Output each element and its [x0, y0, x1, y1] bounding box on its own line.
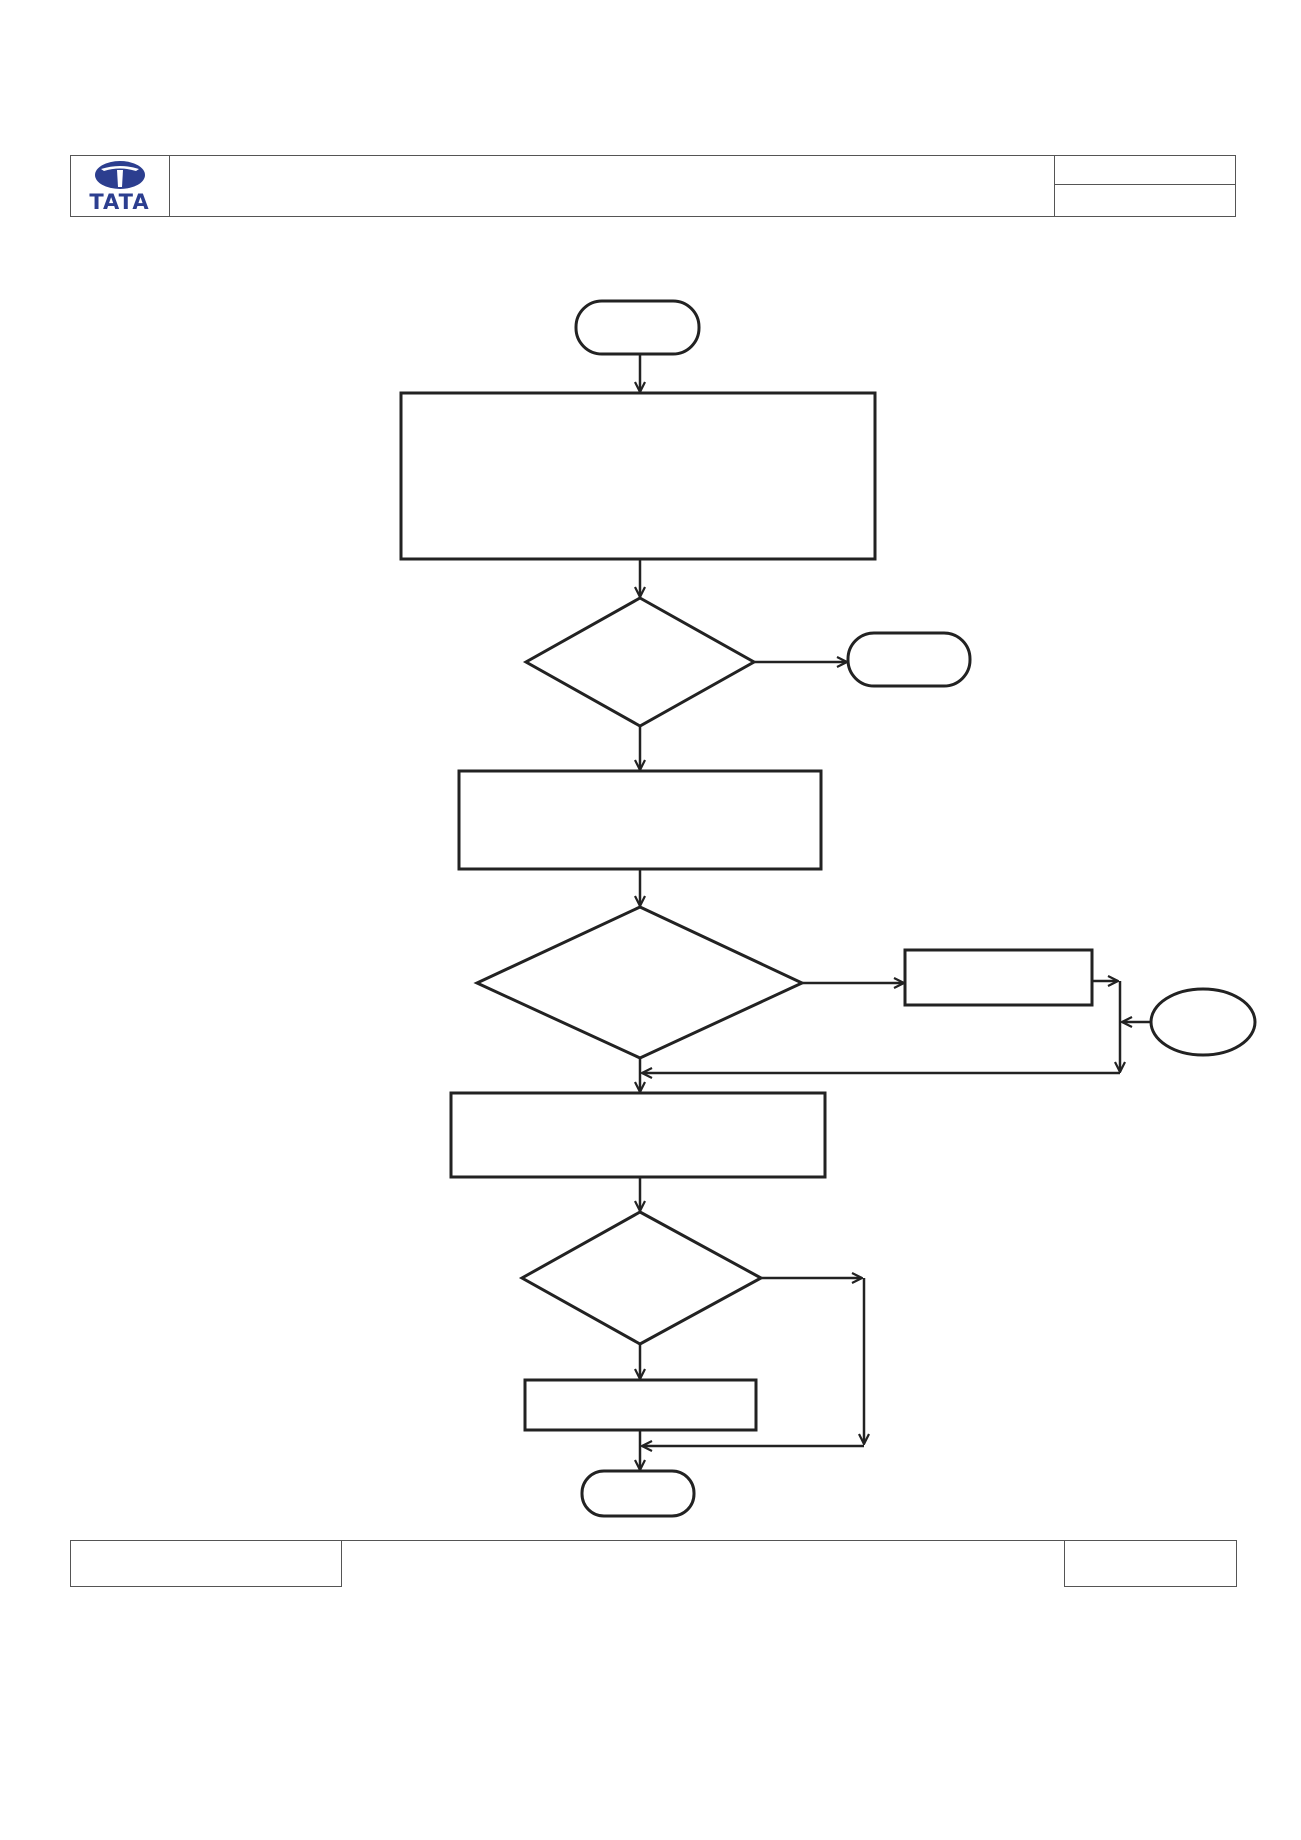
logo-wordmark: TATA — [89, 189, 150, 214]
decision-diamond-1 — [522, 596, 758, 728]
header-divider — [1054, 155, 1055, 217]
footer-left-box — [70, 1540, 342, 1587]
footer-line — [342, 1540, 1064, 1541]
header-frame — [70, 155, 1236, 217]
process-box-4 — [523, 1378, 758, 1432]
connector-circle — [1149, 987, 1257, 1057]
start-terminal — [574, 299, 701, 356]
side-process-box — [903, 948, 1094, 1007]
decision-diamond-3 — [518, 1210, 765, 1346]
process-box-2 — [457, 769, 823, 871]
footer-right-box — [1064, 1540, 1237, 1587]
tata-emblem-icon — [94, 160, 145, 189]
decision-diamond-2 — [473, 905, 806, 1060]
header-split-line — [1054, 184, 1236, 185]
logo-cell: TATA — [70, 155, 170, 217]
end-terminal — [580, 1469, 696, 1518]
process-box-3 — [449, 1091, 827, 1179]
process-box-1 — [399, 391, 877, 561]
side-terminal — [846, 631, 972, 688]
